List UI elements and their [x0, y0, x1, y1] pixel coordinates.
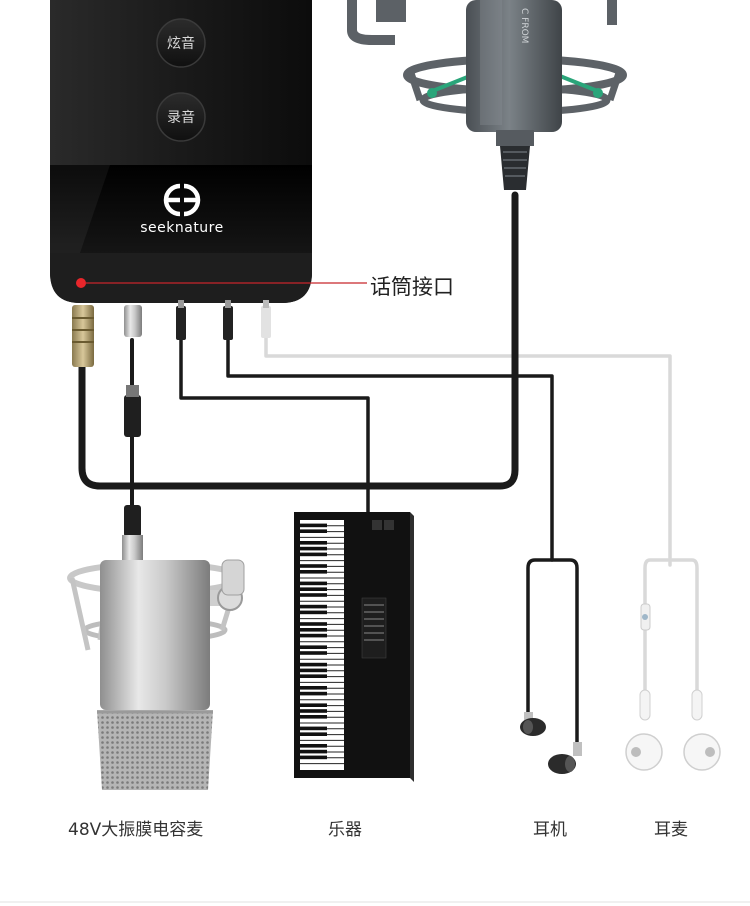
cables [78, 191, 699, 747]
top-mic-text: C FROM [519, 8, 529, 43]
black-key [300, 564, 327, 568]
headset [625, 603, 721, 771]
black-key [300, 523, 327, 528]
jack-instrument [176, 300, 186, 340]
black-key [300, 604, 327, 609]
earphone-cable-split [526, 558, 579, 747]
headset-cable [264, 333, 672, 567]
keyboard [294, 512, 414, 782]
black-key [300, 714, 327, 719]
black-key [300, 668, 327, 673]
top-microphone: C FROM [347, 0, 627, 190]
earphones-label: 耳机 [533, 820, 567, 840]
black-key [300, 732, 327, 736]
brand-logo [163, 183, 201, 217]
earphones [520, 712, 582, 774]
black-key [300, 703, 327, 707]
black-key [300, 622, 327, 626]
headset-cable-split [643, 558, 699, 702]
black-key [300, 685, 327, 690]
black-key [300, 749, 327, 754]
headset-earbud-right [683, 689, 721, 771]
instrument-label: 乐器 [328, 820, 362, 840]
xlr-cable-top-mic [78, 191, 519, 490]
black-key [300, 587, 327, 591]
xlr-jack-2 [124, 305, 142, 337]
black-key [300, 743, 327, 748]
black-key [300, 709, 327, 713]
black-key [300, 627, 327, 632]
audio-interface: 炫音 录音 seeknature [50, 0, 367, 367]
earphone-cable [226, 338, 554, 562]
mic-port-label: 话筒接口 [370, 275, 454, 299]
black-key [300, 674, 327, 678]
instrument-cable [179, 338, 370, 514]
record-button[interactable]: 录音 [156, 92, 206, 142]
effect-button[interactable]: 炫音 [156, 18, 206, 68]
headset-label: 耳麦 [654, 820, 688, 840]
black-key [300, 593, 327, 597]
earbud-right [548, 742, 582, 774]
black-key [300, 662, 327, 667]
headset-earbud-left [625, 689, 663, 771]
black-key [300, 540, 327, 545]
brand-name: seeknature [140, 220, 224, 236]
record-button-label: 录音 [167, 109, 195, 126]
black-key [300, 691, 327, 696]
indicator-light [76, 278, 86, 288]
black-key [300, 610, 327, 615]
inline-connectors [124, 385, 141, 537]
black-key [300, 546, 327, 551]
black-key [300, 552, 327, 557]
xlr-jack-1 [72, 305, 94, 367]
effect-button-label: 炫音 [167, 35, 195, 52]
black-key [300, 581, 327, 586]
earbud-left [520, 712, 546, 736]
jack-headset [261, 300, 271, 338]
black-key [300, 755, 327, 760]
black-key [300, 633, 327, 638]
black-key [300, 726, 327, 731]
black-key [300, 651, 327, 655]
black-key [300, 569, 327, 574]
black-key [300, 529, 327, 533]
condenser-mic-label: 48V大振膜电容麦 [68, 820, 204, 840]
condenser-microphone [67, 535, 245, 790]
black-key [300, 645, 327, 649]
jack-earphone [223, 300, 233, 340]
